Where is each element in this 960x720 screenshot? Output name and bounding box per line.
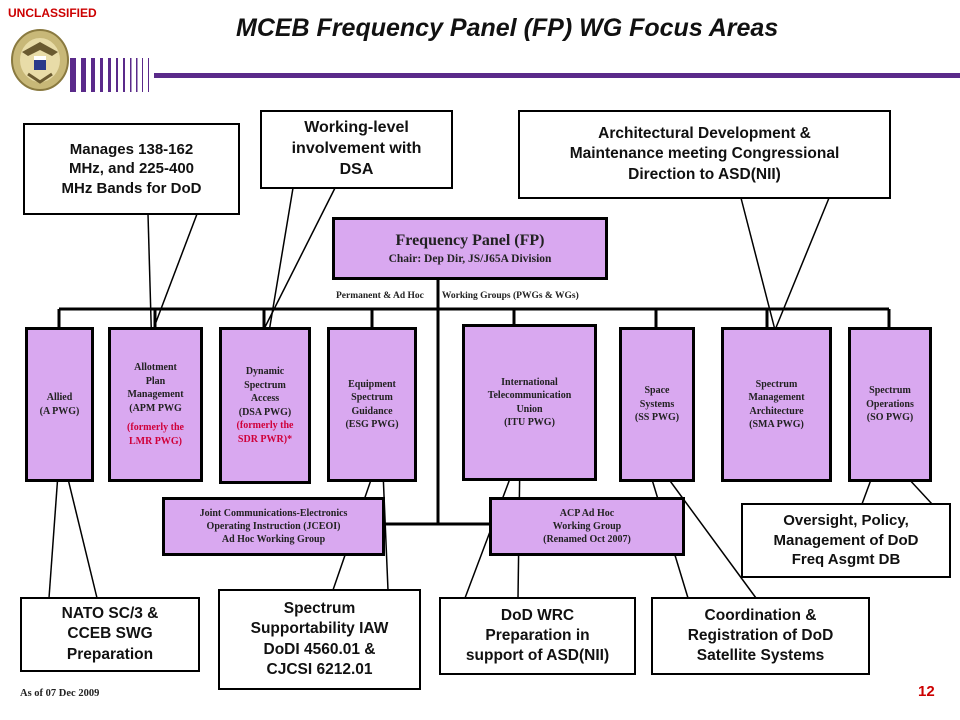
callout-supportability-line: Supportability IAW	[250, 620, 389, 638]
wg-esg-abbr: (ESG PWG)	[345, 419, 399, 430]
wg-so-line: Operations	[866, 398, 914, 410]
working-groups-caption: Permanent & Ad Hoc Working Groups (PWGs &…	[336, 291, 579, 301]
wg-esg-line: Guidance	[351, 405, 393, 417]
wg-apm-box: Allotment Plan Management (APM PWG (form…	[108, 327, 203, 482]
wg-ss-line: Systems	[639, 398, 675, 410]
wg-dsa-formerly: (formerly the	[236, 420, 294, 431]
callout-supportability-line: CJCSI 6212.01	[266, 660, 373, 678]
callout-dsa-line: DSA	[339, 160, 374, 178]
callout-dsa-line: involvement with	[291, 140, 422, 158]
wg-so-box: Spectrum Operations (SO PWG)	[848, 327, 932, 482]
frequency-panel-chair: Chair: Dep Dir, JS/J65A Division	[388, 253, 552, 265]
wg-itu-line: International	[501, 376, 558, 388]
wg-itu-box: International Telecommunication Union (I…	[462, 324, 597, 481]
wg-so-line: Spectrum	[869, 385, 911, 397]
callout-dsa-involvement: Working-level involvement with DSA	[260, 110, 453, 189]
adhoc-jceoi-box: Joint Communications-Electronics Operati…	[162, 497, 385, 556]
wg-apm-line: Plan	[145, 375, 166, 387]
adhoc-jceoi-line: Ad Hoc Working Group	[221, 534, 326, 545]
as-of-date: As of 07 Dec 2009	[20, 688, 100, 699]
callout-nato-line: CCEB SWG	[67, 625, 153, 643]
wg-allied-name: Allied	[46, 392, 73, 403]
wg-allied-box: Allied (A PWG)	[25, 327, 94, 482]
header-stripe	[70, 58, 960, 92]
slide-title: MCEB Frequency Panel (FP) WG Focus Areas	[236, 14, 779, 42]
callout-dsa-line: Working-level	[304, 119, 409, 137]
adhoc-acp-line: ACP Ad Hoc	[559, 508, 615, 519]
wg-apm-formerly-name: LMR PWG)	[128, 435, 183, 447]
callout-architecture-line: Maintenance meeting Congressional	[569, 145, 840, 163]
callout-satellite-line: Registration of DoD	[687, 626, 834, 644]
wg-esg-box: Equipment Spectrum Guidance (ESG PWG)	[327, 327, 417, 482]
wg-dsa-formerly-name: SDR PWR)*	[237, 433, 293, 445]
callout-bands-line: MHz, and 225-400	[68, 160, 195, 178]
adhoc-acp-line: (Renamed Oct 2007)	[543, 534, 631, 545]
adhoc-jceoi-line: Operating Instruction (JCEOI)	[206, 521, 341, 532]
wg-apm-abbr: (APM PWG	[129, 402, 182, 414]
working-groups-label: Working Groups (PWGs & WGs)	[441, 291, 579, 301]
wg-sma-line: Architecture	[749, 405, 804, 417]
callout-oversight-line: Oversight, Policy,	[783, 512, 909, 530]
wg-dsa-line: Spectrum	[244, 379, 286, 391]
frequency-panel-box: Frequency Panel (FP) Chair: Dep Dir, JS/…	[332, 217, 608, 280]
callout-wrc: DoD WRC Preparation in support of ASD(NI…	[439, 597, 636, 675]
callout-architecture-line: Architectural Development &	[598, 125, 811, 143]
callout-architecture-line: Direction to ASD(NII)	[628, 165, 781, 183]
wg-dsa-abbr: (DSA PWG)	[238, 406, 292, 418]
wg-ss-line: Space	[644, 385, 670, 397]
wg-sma-box: Spectrum Management Architecture (SMA PW…	[721, 327, 832, 482]
adhoc-jceoi-line: Joint Communications-Electronics	[199, 508, 348, 519]
wg-apm-line: Management	[127, 389, 184, 400]
wg-apm-line: Allotment	[134, 362, 177, 373]
callout-satellite-line: Satellite Systems	[696, 647, 825, 665]
wg-itu-line: Telecommunication	[487, 390, 572, 401]
wg-itu-abbr: (ITU PWG)	[504, 417, 555, 428]
wg-dsa-line: Access	[250, 393, 280, 404]
wg-dsa-box: Dynamic Spectrum Access (DSA PWG) (forme…	[219, 327, 311, 484]
wg-dsa-line: Dynamic	[245, 366, 285, 377]
callout-supportability: Spectrum Supportability IAW DoDI 4560.01…	[218, 589, 421, 690]
callout-bands-line: Manages 138-162	[69, 140, 194, 158]
callout-bands-line: MHz Bands for DoD	[61, 179, 202, 197]
callout-supportability-line: DoDI 4560.01 &	[263, 640, 376, 658]
classification-label: UNCLASSIFIED	[8, 6, 97, 20]
callout-nato-line: NATO SC/3 &	[61, 605, 159, 623]
eagle-seal-icon	[11, 29, 69, 91]
page-number: 12	[918, 683, 935, 700]
wg-apm-formerly: (formerly the	[127, 422, 184, 433]
wg-esg-line: Spectrum	[351, 392, 393, 403]
wg-sma-line: Spectrum	[755, 378, 798, 390]
wg-sma-line: Management	[748, 392, 805, 403]
callout-nato: NATO SC/3 & CCEB SWG Preparation	[20, 597, 200, 672]
wg-allied-abbr: (A PWG)	[39, 405, 80, 417]
wg-sma-abbr: (SMA PWG)	[749, 419, 804, 430]
wg-itu-line: Union	[516, 403, 543, 415]
callout-nato-line: Preparation	[66, 645, 154, 663]
adhoc-acp-line: Working Group	[552, 521, 622, 532]
callout-satellite: Coordination & Registration of DoD Satel…	[651, 597, 870, 675]
frequency-panel-title: Frequency Panel (FP)	[395, 232, 545, 249]
callout-supportability-line: Spectrum	[283, 600, 356, 618]
callout-architecture: Architectural Development & Maintenance …	[518, 110, 891, 199]
callout-oversight: Oversight, Policy, Management of DoD Fre…	[741, 503, 951, 578]
callout-bands: Manages 138-162 MHz, and 225-400 MHz Ban…	[23, 123, 240, 215]
adhoc-acp-box: ACP Ad Hoc Working Group (Renamed Oct 20…	[489, 497, 685, 556]
callout-oversight-line: Management of DoD	[773, 531, 919, 549]
callout-satellite-line: Coordination &	[704, 606, 817, 624]
callout-wrc-line: support of ASD(NII)	[465, 647, 610, 665]
wg-so-abbr: (SO PWG)	[866, 412, 914, 424]
wg-ss-abbr: (SS PWG)	[634, 412, 680, 424]
wg-ss-box: Space Systems (SS PWG)	[619, 327, 695, 482]
permanent-adhoc-label: Permanent & Ad Hoc	[336, 291, 424, 301]
callout-oversight-line: Freq Asgmt DB	[791, 551, 901, 569]
callout-wrc-line: Preparation in	[485, 626, 590, 644]
wg-esg-line: Equipment	[348, 378, 396, 390]
callout-wrc-line: DoD WRC	[500, 606, 575, 624]
